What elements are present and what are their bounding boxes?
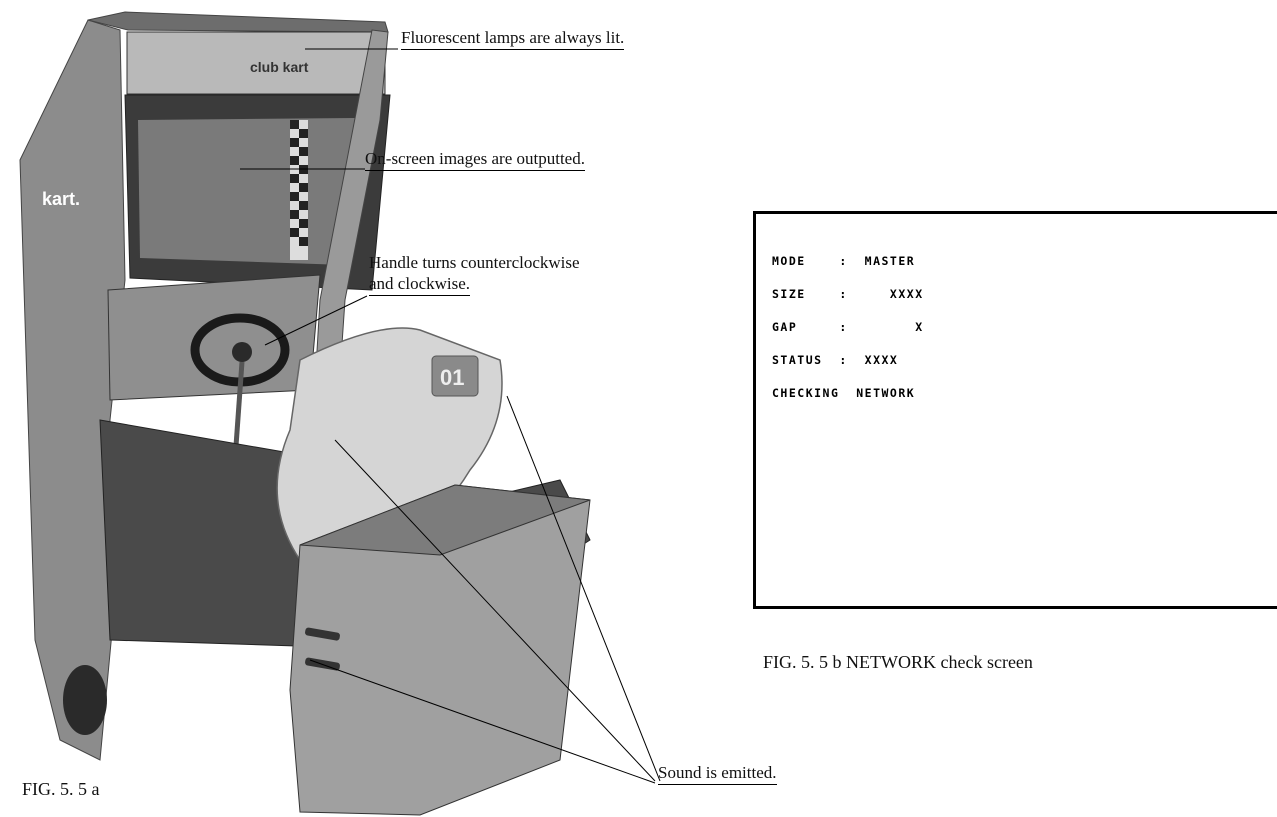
callout-sound: Sound is emitted. bbox=[658, 762, 777, 785]
network-status-text: MODE : MASTER SIZE : XXXX GAP : X STATUS… bbox=[772, 234, 924, 421]
line-status: STATUS : XXXX bbox=[772, 353, 899, 367]
marquee-panel bbox=[126, 31, 386, 95]
figure-caption-a: FIG. 5. 5 a bbox=[22, 779, 100, 799]
network-check-screen: MODE : MASTER SIZE : XXXX GAP : X STATUS… bbox=[753, 211, 1277, 609]
figure-caption-b: FIG. 5. 5 b NETWORK check screen bbox=[763, 652, 1033, 672]
line-size: SIZE : XXXX bbox=[772, 287, 924, 301]
callout-handle-line2: and clockwise. bbox=[369, 273, 471, 296]
speaker-vent bbox=[305, 627, 340, 641]
cabinet-side-panel bbox=[19, 19, 126, 761]
line-checking: CHECKING NETWORK bbox=[772, 386, 916, 400]
line-mode: MODE : MASTER bbox=[772, 254, 916, 268]
line-gap: GAP : X bbox=[772, 320, 924, 334]
seat-number-text: 01 bbox=[440, 365, 464, 390]
cabinet-head bbox=[87, 11, 389, 33]
leader-lines bbox=[240, 48, 661, 784]
monitor-screen bbox=[138, 118, 355, 265]
side-logo-text: kart. bbox=[42, 189, 80, 209]
marquee-text: club kart bbox=[250, 59, 309, 75]
seat-number-plaque bbox=[431, 355, 479, 397]
callout-fluorescent: Fluorescent lamps are always lit. bbox=[401, 27, 625, 50]
control-panel bbox=[107, 274, 321, 401]
callout-handle-line1: Handle turns counterclockwise bbox=[369, 253, 580, 272]
callout-onscreen: On-screen images are outputted. bbox=[365, 148, 585, 171]
